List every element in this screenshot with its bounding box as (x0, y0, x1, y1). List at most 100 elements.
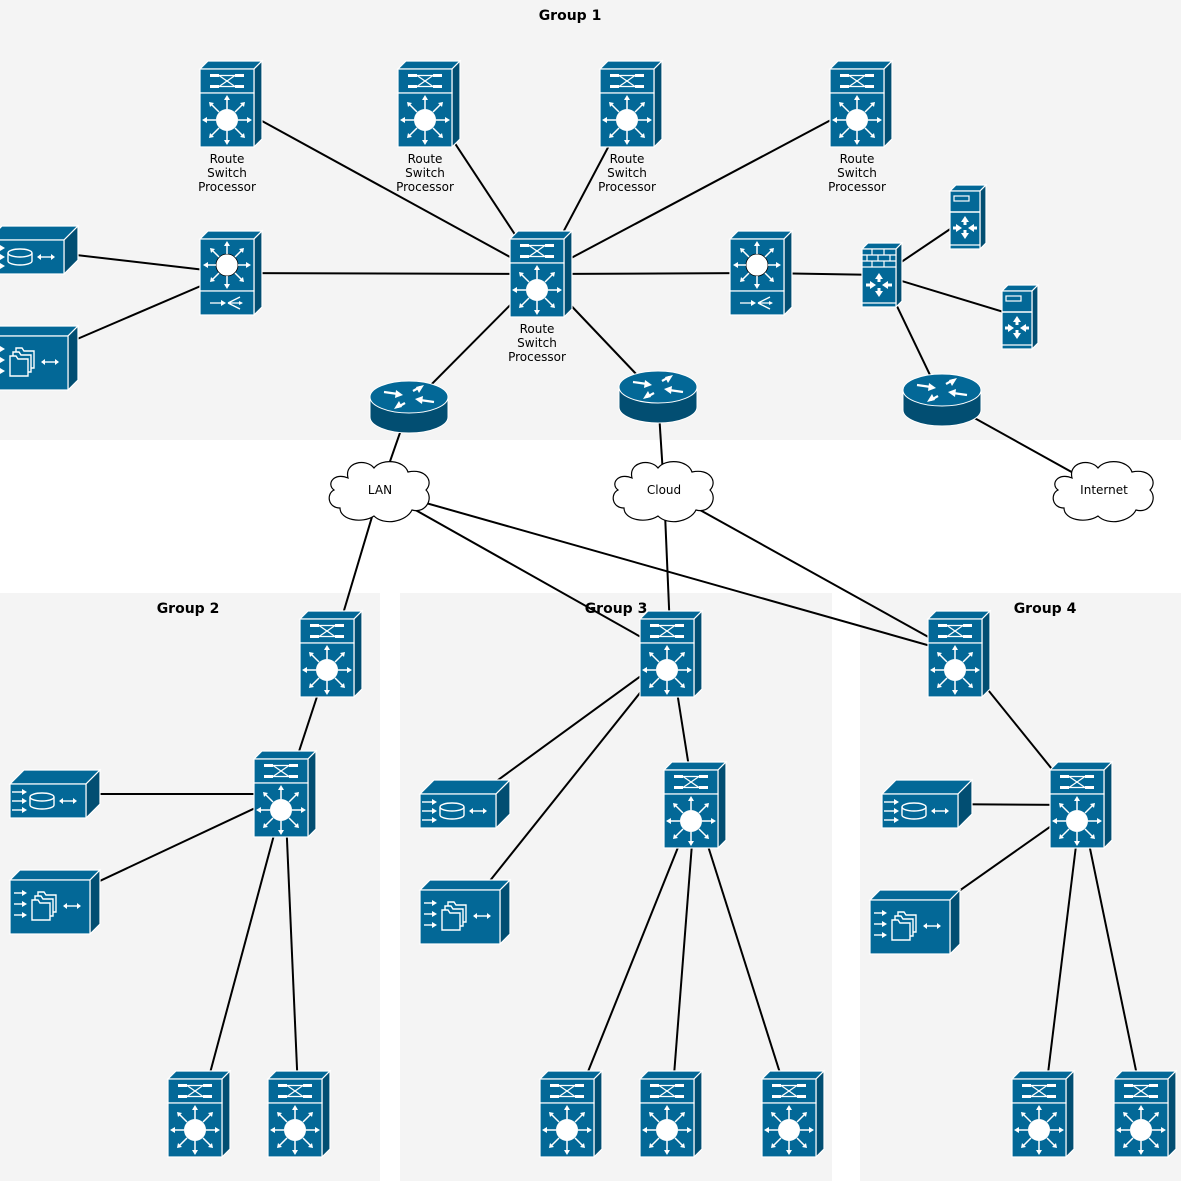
storage-server-icon (881, 779, 973, 829)
cloud-internet[interactable]: Internet (1052, 460, 1154, 523)
link-g4-mid-g4-b (1080, 804, 1146, 1115)
link-g2-mid-g2-a (198, 793, 286, 1115)
link-core-mls-right (540, 272, 762, 275)
node-g3-b[interactable] (639, 1070, 703, 1158)
node-storage-g1[interactable] (0, 225, 79, 275)
router-icon (368, 379, 450, 435)
layer3-switch-icon (509, 230, 573, 318)
group-title: Group 1 (539, 8, 602, 24)
node-mls-left[interactable] (199, 230, 263, 316)
layer3-switch-icon (1113, 1070, 1177, 1158)
layer3-switch-icon (267, 1070, 331, 1158)
node-router-lan[interactable] (368, 379, 450, 435)
layer3-switch-icon (397, 60, 461, 148)
node-g2-b[interactable] (267, 1070, 331, 1158)
layer3-switch-icon (167, 1070, 231, 1158)
layer3-switch-icon (639, 610, 703, 698)
layer3-switch-icon (599, 60, 663, 148)
node-router-inet[interactable] (901, 372, 983, 428)
node-firewall[interactable] (861, 242, 903, 308)
storage-server-icon (0, 225, 79, 275)
file-server-icon (0, 325, 79, 391)
layer3-switch-icon (539, 1070, 603, 1158)
layer3-switch-icon (663, 761, 727, 849)
group-g1 (0, 0, 1181, 440)
layer3-switch-icon (299, 610, 363, 698)
node-g4-file[interactable] (869, 889, 961, 955)
node-g3-top[interactable] (639, 610, 703, 698)
link-lan-g4-top (379, 489, 960, 655)
server-icon (949, 184, 987, 250)
node-g3-c[interactable] (761, 1070, 825, 1158)
node-file-g1[interactable] (0, 325, 79, 391)
node-mls-right[interactable] (729, 230, 793, 316)
node-g4-b[interactable] (1113, 1070, 1177, 1158)
node-g4-top[interactable] (927, 610, 991, 698)
group-title: Group 3 (585, 601, 648, 617)
link-g4-mid-g4-a (1042, 804, 1082, 1115)
router-icon (617, 369, 699, 425)
link-firewall-server-b (881, 274, 1021, 318)
router-icon (901, 372, 983, 428)
layer3-switch-icon (253, 750, 317, 838)
node-g3-file[interactable] (419, 879, 511, 945)
file-server-icon (419, 879, 511, 945)
link-rsp1-core (230, 103, 542, 275)
link-mls-left-core (230, 272, 542, 275)
link-g3-mid-g3-a (570, 804, 696, 1115)
link-lan-g3-top (379, 489, 672, 655)
link-g2-mid-g2-b (284, 793, 300, 1115)
node-g2-storage[interactable] (9, 769, 101, 819)
storage-server-icon (419, 779, 511, 829)
link-g3-mid-g3-b (670, 804, 696, 1115)
node-g3-a[interactable] (539, 1070, 603, 1158)
node-g3-storage[interactable] (419, 779, 511, 829)
multilayer-switch-icon (199, 230, 263, 316)
node-g2-top[interactable] (299, 610, 363, 698)
link-cloud-g4-top (663, 489, 960, 655)
node-g2-file[interactable] (9, 869, 101, 935)
node-g4-a[interactable] (1011, 1070, 1075, 1158)
layer3-switch-icon (1011, 1070, 1075, 1158)
cloud-label: Internet (1080, 483, 1128, 497)
group-title: Group 4 (1014, 601, 1077, 617)
node-g3-mid[interactable] (663, 761, 727, 849)
layer3-switch-icon (927, 610, 991, 698)
cloud-lan[interactable]: LAN (328, 460, 430, 523)
layer3-switch-icon (639, 1070, 703, 1158)
layer3-switch-icon (199, 60, 263, 148)
cloud-cloud[interactable]: Cloud (612, 460, 714, 523)
link-g3-mid-g3-c (694, 804, 794, 1115)
firewall-icon (861, 242, 903, 308)
layer3-switch-icon (761, 1070, 825, 1158)
node-g2-mid[interactable] (253, 750, 317, 838)
multilayer-switch-icon (729, 230, 793, 316)
node-g4-storage[interactable] (881, 779, 973, 829)
node-g4-mid[interactable] (1049, 761, 1113, 849)
storage-server-icon (9, 769, 101, 819)
layer3-switch-icon (1049, 761, 1113, 849)
layer3-switch-icon (829, 60, 893, 148)
node-router-cloud[interactable] (617, 369, 699, 425)
cloud-label: Cloud (647, 483, 681, 497)
node-server-a[interactable] (949, 184, 987, 250)
cloud-label: LAN (368, 483, 392, 497)
group-background (0, 0, 1181, 440)
file-server-icon (9, 869, 101, 935)
link-g3-top-g3-file (464, 653, 672, 913)
node-g2-a[interactable] (167, 1070, 231, 1158)
node-server-b[interactable] (1001, 284, 1039, 350)
link-rsp4-core (540, 103, 862, 275)
group-title: Group 2 (157, 601, 220, 617)
